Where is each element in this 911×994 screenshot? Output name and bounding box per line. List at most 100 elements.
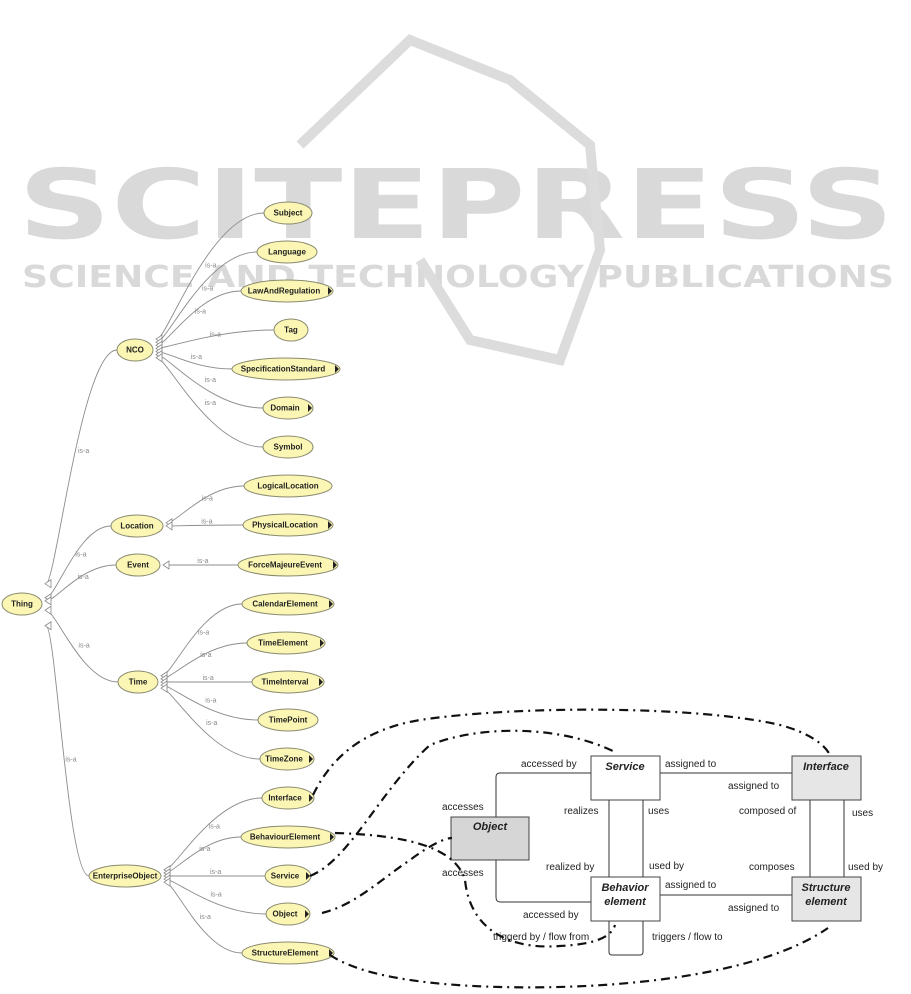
ontology-node-iface[interactable]: Interface	[261, 786, 315, 810]
isa-label: is-a	[78, 448, 89, 455]
ontology-node-tag[interactable]: Tag	[273, 318, 309, 342]
svg-text:Interface: Interface	[268, 794, 302, 803]
ontology-node-domain[interactable]: Domain	[262, 396, 314, 420]
isa-label: is-a	[205, 263, 216, 270]
isa-label: is-a	[197, 558, 208, 565]
expand-arrow-icon[interactable]	[308, 404, 312, 412]
svg-text:TimeElement: TimeElement	[258, 639, 308, 648]
rel-label: assigned to	[665, 880, 717, 891]
ontology-node-tint[interactable]: TimeInterval	[251, 670, 325, 694]
hollow-arrow-icon	[44, 596, 52, 606]
isa-label: is-a	[202, 286, 213, 293]
expand-arrow-icon[interactable]	[335, 365, 339, 373]
rel-label: realizes	[564, 806, 598, 817]
interface-box: Interface	[791, 755, 862, 801]
isa-label: is-a	[209, 823, 220, 830]
svg-text:PhysicalLocation: PhysicalLocation	[252, 521, 318, 530]
ontology-node-struct[interactable]: StructureElement	[241, 941, 335, 965]
ontology-node-fme[interactable]: ForceMajeureEvent	[237, 553, 339, 577]
svg-text:Service: Service	[605, 761, 644, 773]
isa-edge: is-a	[155, 353, 264, 448]
svg-text:TimePoint: TimePoint	[269, 716, 308, 725]
isa-edge: is-a	[44, 564, 117, 606]
ontology-node-event[interactable]: Event	[115, 553, 161, 577]
ontology-node-obj[interactable]: Object	[265, 902, 311, 926]
isa-label: is-a	[210, 331, 221, 338]
rel-label: uses	[852, 808, 873, 819]
ontology-node-location[interactable]: Location	[110, 514, 164, 538]
svg-text:NCO: NCO	[126, 346, 144, 355]
expand-arrow-icon[interactable]	[328, 521, 332, 529]
watermark: SCITEPRESS SCIENCE AND TECHNOLOGY PUBLIC…	[18, 34, 894, 366]
rel-label: used by	[649, 861, 684, 872]
ontology-node-tpoint[interactable]: TimePoint	[257, 708, 319, 732]
ontology-edges: is-ais-ais-ais-ais-ais-ais-ais-ais-ais-a…	[44, 212, 275, 954]
svg-text:Behavior: Behavior	[601, 882, 649, 894]
hollow-arrow-icon	[44, 605, 52, 615]
isa-edge: is-a	[163, 877, 243, 954]
ontology-node-symbol[interactable]: Symbol	[262, 435, 314, 459]
isa-edge: is-a	[162, 558, 239, 570]
rel-label: assigned to	[665, 759, 717, 770]
rel-label: composed of	[739, 806, 796, 817]
ontology-node-telem[interactable]: TimeElement	[246, 631, 326, 655]
isa-label: is-a	[210, 869, 221, 876]
ontology-node-serv[interactable]: Service	[264, 864, 312, 888]
svg-text:element: element	[604, 896, 647, 908]
ontology-node-cal[interactable]: CalendarElement	[241, 592, 335, 616]
hollow-arrow-icon	[44, 621, 52, 631]
svg-text:Object: Object	[273, 910, 298, 919]
isa-label: is-a	[199, 846, 210, 853]
isa-label: is-a	[198, 629, 209, 636]
ontology-node-thing[interactable]: Thing	[1, 592, 43, 616]
ontology-node-subject[interactable]: Subject	[263, 201, 313, 225]
hollow-arrow-icon	[165, 521, 173, 531]
ontology-node-tzone[interactable]: TimeZone	[259, 747, 315, 771]
isa-label: is-a	[75, 551, 86, 558]
expand-arrow-icon[interactable]	[333, 561, 337, 569]
rel-label: assigned to	[728, 903, 780, 914]
expand-arrow-icon[interactable]	[320, 639, 324, 647]
expand-arrow-icon[interactable]	[309, 794, 313, 802]
isa-label: is-a	[200, 652, 211, 659]
svg-text:Language: Language	[268, 248, 306, 257]
isa-label: is-a	[191, 354, 202, 361]
svg-text:Service: Service	[271, 872, 300, 881]
ontology-node-logloc[interactable]: LogicalLocation	[243, 474, 333, 498]
rel-label: accessed by	[523, 910, 579, 921]
ontology-node-beh[interactable]: BehaviourElement	[240, 825, 336, 849]
expand-arrow-icon[interactable]	[330, 833, 334, 841]
expand-arrow-icon[interactable]	[329, 600, 333, 608]
hollow-arrow-icon	[160, 683, 168, 693]
isa-label: is-a	[78, 574, 89, 581]
svg-text:element: element	[805, 896, 848, 908]
isa-edge: is-a	[44, 621, 90, 877]
ontology-node-language[interactable]: Language	[256, 240, 318, 264]
expand-arrow-icon[interactable]	[306, 872, 310, 880]
watermark-logo: SCITEPRESS	[18, 149, 894, 261]
isa-edge: is-a	[163, 836, 242, 878]
watermark-book-icon	[296, 34, 606, 366]
ontology-node-physloc[interactable]: PhysicalLocation	[242, 513, 334, 537]
ontology-node-nco[interactable]: NCO	[116, 338, 154, 362]
interface-structure-lines	[809, 800, 845, 877]
ontology-node-law[interactable]: LawAndRegulation	[240, 279, 334, 303]
svg-text:Symbol: Symbol	[274, 443, 303, 452]
isa-label: is-a	[202, 496, 213, 503]
metamodel-diagram: Service Interface Object Behavior element…	[309, 708, 883, 989]
ontology-node-spec[interactable]: SpecificationStandard	[231, 357, 341, 381]
isa-edge: is-a	[163, 869, 266, 881]
expand-arrow-icon[interactable]	[328, 287, 332, 295]
ontology-node-eo[interactable]: EnterpriseObject	[88, 864, 162, 888]
expand-arrow-icon[interactable]	[319, 678, 323, 686]
expand-arrow-icon[interactable]	[305, 910, 309, 918]
isa-edge: is-a	[155, 329, 275, 354]
svg-text:TimeZone: TimeZone	[265, 755, 303, 764]
svg-text:ForceMajeureEvent: ForceMajeureEvent	[248, 561, 322, 570]
isa-label: is-a	[205, 400, 216, 407]
expand-arrow-icon[interactable]	[309, 755, 313, 763]
svg-text:Object: Object	[473, 821, 509, 833]
rel-label: triggerd by / flow from	[493, 932, 589, 943]
mapping-service	[309, 729, 616, 878]
ontology-node-time[interactable]: Time	[117, 670, 159, 694]
